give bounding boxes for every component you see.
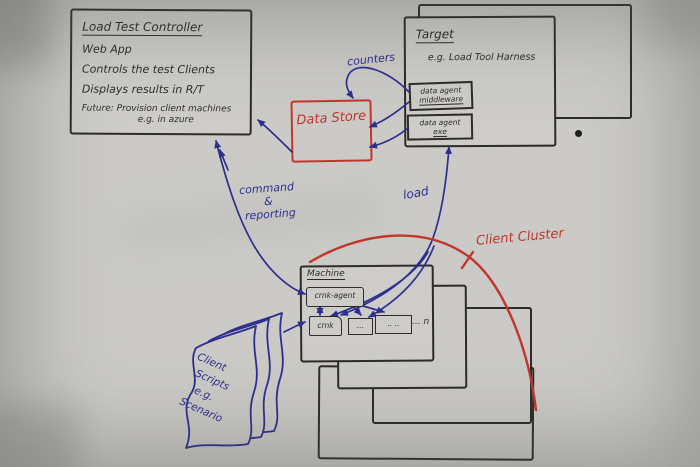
- client-cluster-tick: [460, 250, 475, 270]
- data-agent-exe-line2: exe: [433, 127, 448, 138]
- data-agent-middleware-line2: middleware: [418, 94, 464, 107]
- arrow-command-reporting-chevron: [218, 149, 229, 171]
- photo-shadow-bottom-left: [0, 405, 80, 467]
- controller-title: Load Test Controller: [82, 19, 203, 37]
- client-cluster-label: Client Cluster: [475, 226, 565, 249]
- command-label-line3: reporting: [244, 206, 297, 223]
- worker-box-2: ...: [348, 318, 373, 335]
- counters-label: counters: [346, 50, 396, 69]
- worker-box-crnk: crnk: [309, 316, 342, 336]
- controller-line-controls: Controls the test Clients: [81, 62, 216, 77]
- load-test-controller-box: Load Test Controller Web App Controls th…: [69, 8, 253, 136]
- controller-line-displays: Displays results in R/T: [81, 82, 204, 97]
- load-label: load: [401, 183, 430, 203]
- target-title: Target: [415, 27, 454, 44]
- photo-shadow-top-left: [0, 0, 52, 66]
- data-store-label: Data Store: [295, 108, 367, 129]
- controller-line-webapp: Web App: [82, 42, 132, 56]
- photo-shadow-top-right: [646, 0, 700, 46]
- crnk-agent-box: crnk-agent: [306, 287, 364, 307]
- target-subtitle: e.g. Load Tool Harness: [427, 51, 536, 64]
- worker-box-3: .. ..: [375, 315, 412, 334]
- arrow-counters-loop: [345, 66, 410, 99]
- machine-title: Machine: [307, 269, 345, 280]
- data-store-box: Data Store: [290, 99, 373, 163]
- data-agent-exe-box: data agent exe: [406, 113, 474, 141]
- command-reporting-label: command & reporting: [239, 180, 296, 223]
- client-scripts-text: Client Scripts e.g. Scenario: [175, 349, 245, 427]
- controller-line-future2: e.g. in azure: [137, 114, 194, 126]
- controller-line-future: Future: Provision client machines: [81, 103, 232, 115]
- worker-suffix: ... n: [412, 317, 430, 327]
- arrow-datastore-to-controller: [257, 119, 293, 153]
- arrow-exe-to-datastore: [369, 127, 409, 149]
- corner-dot: [575, 130, 582, 137]
- data-agent-middleware-box: data agent middleware: [408, 80, 474, 112]
